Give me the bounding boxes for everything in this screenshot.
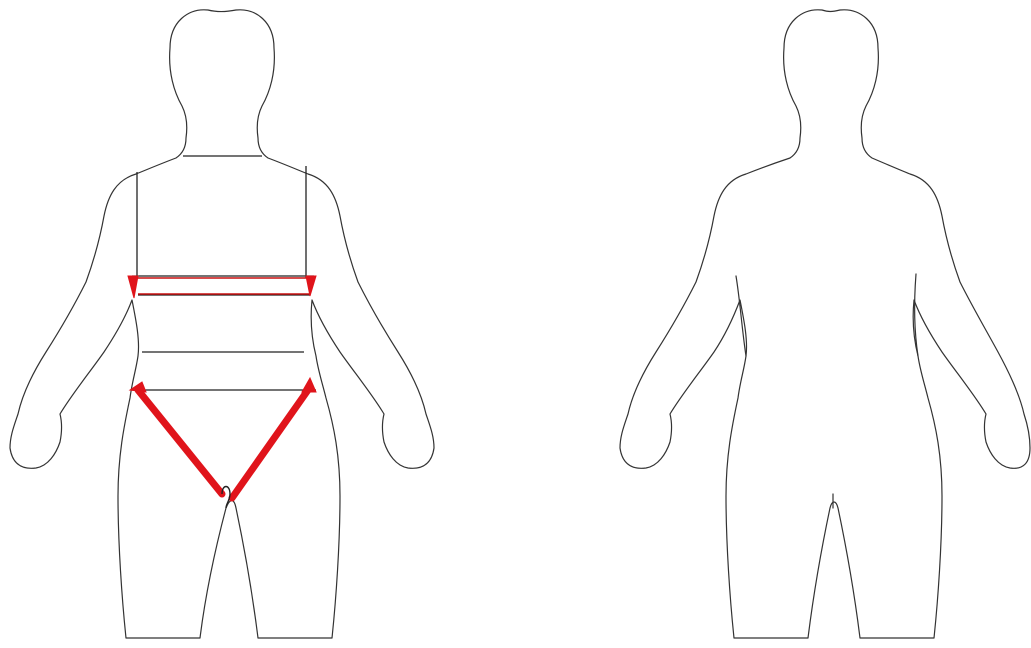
harness-left-chest-tab — [128, 276, 138, 298]
back-figure — [620, 10, 1030, 638]
back-left-arm-seam — [736, 276, 746, 356]
back-body-outline — [620, 10, 1030, 638]
front-harness — [128, 276, 316, 508]
front-figure — [10, 10, 434, 638]
harness-left-leg-strap — [138, 390, 222, 494]
harness-right-chest-tab — [306, 276, 316, 296]
front-body-outline — [10, 10, 434, 638]
harness-right-leg-strap — [232, 390, 308, 498]
